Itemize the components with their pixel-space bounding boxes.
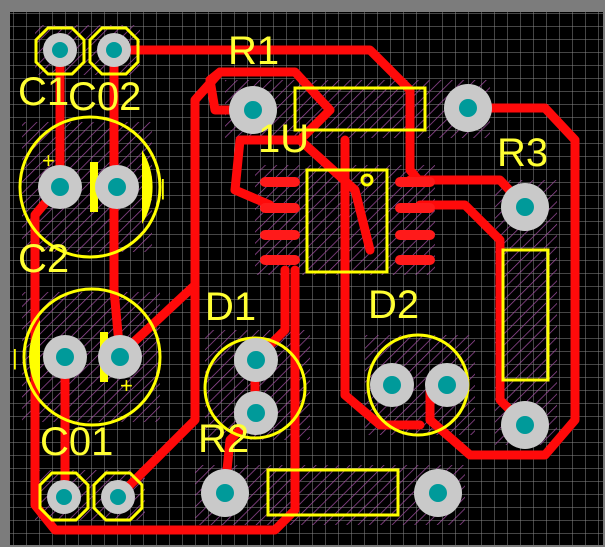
pad-c01-1[interactable]: [47, 480, 81, 514]
label-d2: D2: [368, 283, 419, 327]
trace-ground-loop[interactable]: [30, 180, 300, 535]
trace-c02-vertical[interactable]: [109, 45, 125, 360]
trace-r1-d2[interactable]: [425, 103, 580, 460]
pad-d1-2[interactable]: [234, 391, 278, 435]
polarity-glyphs: + | + |: [12, 148, 166, 398]
u1-pin1-marker: [360, 173, 374, 187]
pad-c01-2[interactable]: [101, 480, 135, 514]
silkscreen: [18, 26, 550, 522]
pad-c2-1[interactable]: [38, 165, 82, 209]
c01-pad1-outline: [38, 471, 90, 522]
c2-bar-mark: |: [160, 175, 166, 200]
r2-body: [266, 468, 400, 517]
pad-c1-1[interactable]: [43, 33, 77, 67]
r3-body: [501, 248, 550, 382]
pad-c2-2[interactable]: [95, 165, 139, 209]
pad-r2-2[interactable]: [414, 469, 462, 517]
pad-c01cap-2[interactable]: [98, 335, 142, 379]
c01-plus-mark: +: [120, 373, 133, 398]
label-r3: R3: [497, 131, 548, 175]
c01-pad2-outline: [92, 471, 144, 522]
trace-left-vertical[interactable]: [190, 67, 225, 295]
c2-negative-band: [142, 150, 153, 224]
c2-plate-left: [90, 162, 98, 212]
c01-bar-mark: |: [12, 345, 18, 370]
copper-traces[interactable]: [30, 45, 580, 535]
label-r2: R2: [198, 417, 249, 461]
pad-c01cap-1[interactable]: [43, 335, 87, 379]
trace-u1-d2[interactable]: [340, 135, 425, 430]
u1-body: [305, 168, 389, 274]
c01-negative-band: [29, 320, 40, 394]
label-r1: R1: [228, 29, 279, 73]
c2-outline: [18, 115, 162, 259]
label-c02: C02: [68, 75, 141, 119]
pad-c02-1[interactable]: [97, 33, 131, 67]
pad-d1-1[interactable]: [234, 338, 278, 382]
label-c1: C1: [18, 70, 69, 114]
label-u1: 1U: [258, 117, 309, 161]
pad-r3-1[interactable]: [501, 183, 549, 231]
trace-c02-u1[interactable]: [109, 45, 425, 187]
label-d1: D1: [205, 285, 256, 329]
designator-labels: R1 1U R3 C1 C02 C2 D1 D2 C01 R2: [18, 29, 548, 464]
pad-r2-1[interactable]: [201, 469, 249, 517]
c2-plus-mark: +: [42, 148, 55, 173]
pad-r1-2[interactable]: [444, 84, 492, 132]
pad-r3-2[interactable]: [501, 401, 549, 449]
trace-u1-diag[interactable]: [295, 135, 375, 255]
pad-d2-1[interactable]: [370, 363, 414, 407]
trace-c01-diagonal[interactable]: [115, 280, 200, 500]
c02-outline: [88, 26, 140, 76]
r1-body: [293, 86, 427, 132]
d1-outline: [203, 336, 307, 440]
pad-d2-2[interactable]: [425, 363, 469, 407]
u1-pads[interactable]: [260, 177, 435, 265]
label-c01: C01: [40, 420, 113, 464]
label-c2: C2: [18, 237, 69, 281]
c1-outline: [34, 26, 86, 76]
pad-r1-1[interactable]: [229, 86, 277, 134]
c01-cap-outline: [22, 287, 162, 427]
through-hole-pads[interactable]: [38, 33, 549, 517]
